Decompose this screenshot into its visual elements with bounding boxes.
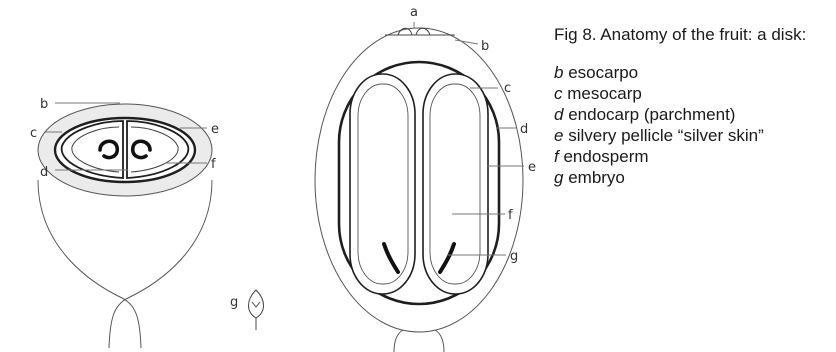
legend-text: endosperm <box>563 147 648 166</box>
label-e-left: e <box>211 122 219 137</box>
legend-item: f endosperm <box>554 146 828 167</box>
seed-right-long <box>423 74 488 294</box>
label-c-left: c <box>30 126 37 141</box>
label-c-right: c <box>504 81 511 96</box>
legend-letter: g <box>554 168 563 187</box>
legend-list: b esocarpo c mesocarp d endocarp (parchm… <box>554 62 828 188</box>
embryo-detail: g <box>230 290 264 330</box>
legend-item: d endocarp (parchment) <box>554 104 828 125</box>
legend-item: g embryo <box>554 167 828 188</box>
label-e-right: e <box>528 160 536 175</box>
legend-text: endocarp (parchment) <box>568 105 735 124</box>
legend-text: esocarpo <box>568 63 638 82</box>
legend-text: embryo <box>568 168 625 187</box>
legend-item: c mesocarp <box>554 83 828 104</box>
legend-letter: c <box>554 84 563 103</box>
legend-item: e silvery pellicle “silver skin” <box>554 125 828 146</box>
legend-text: mesocarp <box>567 84 642 103</box>
legend-text: silvery pellicle “silver skin” <box>568 126 764 145</box>
fruit-stalk <box>394 330 444 352</box>
label-d-right: d <box>520 122 528 137</box>
label-d-left: d <box>40 165 48 180</box>
label-b-left: b <box>40 97 48 112</box>
seed-left-long <box>350 74 415 294</box>
legend-letter: e <box>554 126 563 145</box>
label-f-right: f <box>508 208 513 223</box>
label-b-right: b <box>481 39 489 54</box>
label-g-embryo: g <box>230 295 238 310</box>
fruit-body-outline <box>38 180 212 348</box>
embryo-icon <box>249 290 264 330</box>
legend-letter: f <box>554 147 559 166</box>
legend-letter: d <box>554 105 563 124</box>
label-f-left: f <box>211 157 216 172</box>
cross-section-view: b c d e f <box>30 97 219 348</box>
caption-title: Fig 8. Anatomy of the fruit: a disk: <box>554 24 828 45</box>
legend-letter: b <box>554 63 563 82</box>
longitudinal-section-view: a b c d e f g <box>315 5 536 352</box>
legend-item: b esocarpo <box>554 62 828 83</box>
figure-caption: Fig 8. Anatomy of the fruit: a disk: b e… <box>554 24 828 188</box>
coffee-fruit-diagram: b c d e f g a <box>0 0 540 352</box>
label-a: a <box>410 5 418 20</box>
label-g-right: g <box>510 249 518 264</box>
